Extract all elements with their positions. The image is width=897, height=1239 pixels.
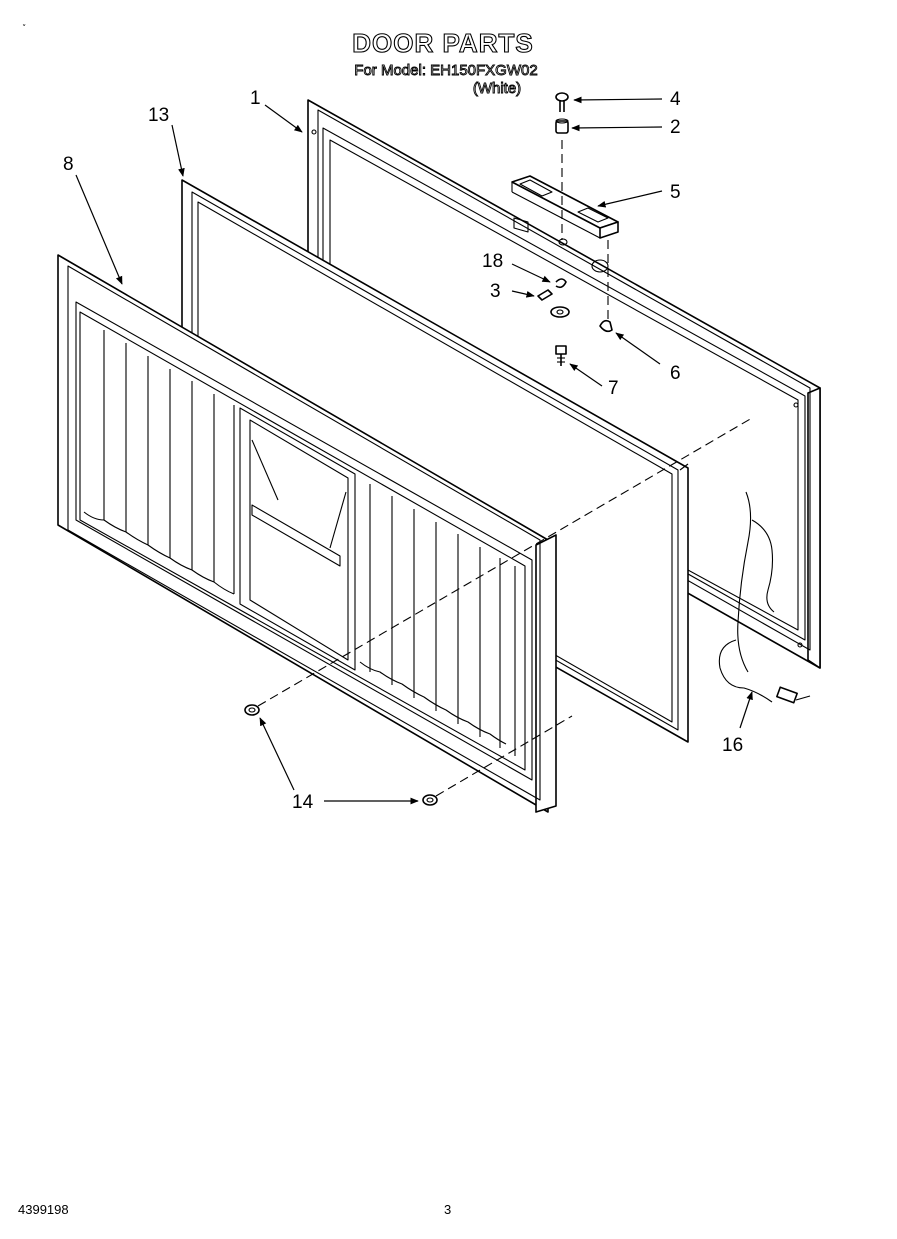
callout-16: 16 <box>722 735 743 756</box>
heater-wire-cord <box>718 491 811 704</box>
callout-7: 7 <box>608 378 619 399</box>
document-number: 4399198 <box>18 1202 69 1217</box>
color-line: (White) <box>473 80 521 97</box>
callout-18: 18 <box>482 251 503 272</box>
bracket-part <box>599 319 613 333</box>
callout-2: 2 <box>670 117 681 138</box>
screw-part <box>555 92 569 112</box>
spacer-part <box>555 118 569 134</box>
bottom-screw-part <box>555 345 567 366</box>
callout-13: 13 <box>148 105 169 126</box>
panel-holes <box>513 217 609 273</box>
callout-1: 1 <box>250 88 261 109</box>
assembly-line-upper <box>257 417 753 707</box>
callout-3: 3 <box>490 281 501 302</box>
corner-mark: ˯ <box>22 12 26 27</box>
clip-left-part <box>244 704 260 716</box>
callout-5: 5 <box>670 182 681 203</box>
callout-6: 6 <box>670 363 681 384</box>
page-number: 3 <box>444 1202 451 1217</box>
clip-right-part <box>422 794 438 806</box>
callout-4: 4 <box>670 89 681 110</box>
diagram-title: DOOR PARTS <box>352 28 533 58</box>
model-line: For Model: EH150FXGW02 <box>354 62 537 79</box>
washer-part <box>537 289 570 318</box>
assembly-line-lower <box>435 715 573 797</box>
clip-part <box>555 278 567 289</box>
door-handle <box>511 175 619 239</box>
outer-door-panel <box>57 254 557 813</box>
callout-8: 8 <box>63 154 74 175</box>
callout-14: 14 <box>292 792 314 813</box>
leader-lines <box>75 96 753 805</box>
